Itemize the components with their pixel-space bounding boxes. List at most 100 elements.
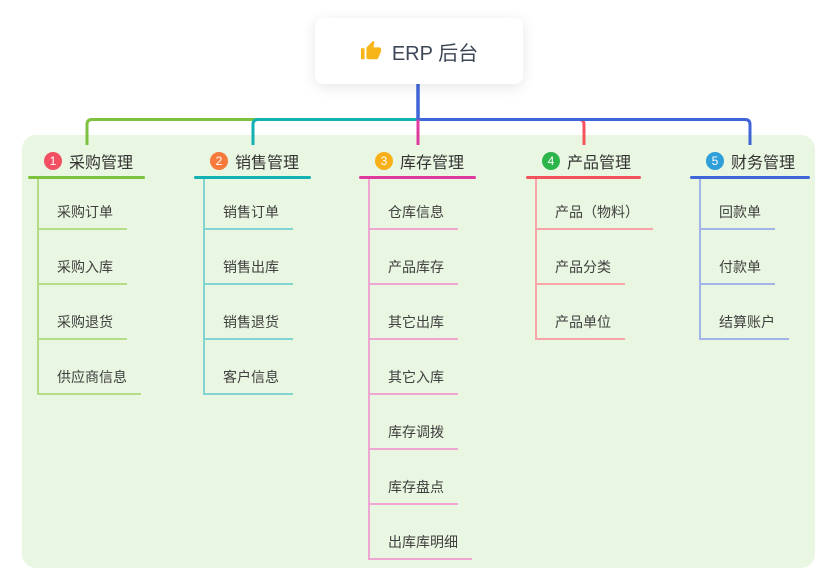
child-row: 出库库明细: [359, 509, 476, 564]
child-row: 结算账户: [690, 289, 810, 344]
thumbs-up-icon: [360, 40, 382, 62]
root-node-erp[interactable]: ERP 后台: [315, 18, 523, 84]
branch-3: 3 库存管理仓库信息产品库存其它出库其它入库库存调拨库存盘点出库库明细: [359, 146, 476, 564]
children-connector-line: [368, 179, 370, 560]
child-row: 供应商信息: [28, 344, 145, 399]
branch-title-node[interactable]: 1 采购管理: [28, 146, 145, 176]
branch-title-node[interactable]: 4 产品管理: [526, 146, 641, 176]
child-label: 库存调拨: [388, 424, 444, 440]
child-row: 采购退货: [28, 289, 145, 344]
child-label: 产品库存: [388, 259, 444, 275]
child-node[interactable]: 仓库信息: [368, 204, 458, 230]
child-label: 付款单: [719, 259, 761, 275]
child-node[interactable]: 采购订单: [37, 204, 127, 230]
branch-title-node[interactable]: 5 财务管理: [690, 146, 810, 176]
child-row: 客户信息: [194, 344, 311, 399]
branch-children: 产品（物料） 产品分类产品单位: [526, 179, 653, 344]
child-node[interactable]: 其它出库: [368, 314, 458, 340]
child-row: 库存盘点: [359, 454, 476, 509]
child-row: 产品分类: [526, 234, 641, 289]
child-node[interactable]: 销售出库: [203, 259, 293, 285]
child-node[interactable]: 产品库存: [368, 259, 458, 285]
branch-number-badge: 5: [706, 152, 724, 170]
branch-number-badge: 3: [375, 152, 393, 170]
child-label: 其它出库: [388, 314, 444, 330]
branch-underline: [28, 176, 145, 179]
branch-title: 产品管理: [567, 155, 632, 172]
child-row: 销售退货: [194, 289, 311, 344]
child-label: 采购订单: [57, 204, 113, 220]
child-row: 销售订单: [194, 179, 311, 234]
child-row: 产品（物料）: [526, 179, 653, 234]
branch-children: 采购订单采购入库采购退货供应商信息: [28, 179, 145, 399]
child-node[interactable]: 产品（物料）: [535, 204, 653, 230]
branch-children: 销售订单销售出库销售退货客户信息: [194, 179, 311, 399]
child-label: 销售出库: [223, 259, 279, 275]
child-row: 销售出库: [194, 234, 311, 289]
child-node[interactable]: 采购入库: [37, 259, 127, 285]
children-connector-line: [37, 179, 39, 395]
branch-number-badge: 2: [210, 152, 228, 170]
child-row: 其它出库: [359, 289, 476, 344]
branch-children: 回款单付款单结算账户: [690, 179, 810, 344]
child-node[interactable]: 供应商信息: [37, 369, 141, 395]
child-node[interactable]: 付款单: [699, 259, 775, 285]
child-node[interactable]: 出库库明细: [368, 534, 472, 560]
child-label: 销售订单: [223, 204, 279, 220]
child-label: 仓库信息: [388, 204, 444, 220]
children-connector-line: [535, 179, 537, 340]
branch-underline: [194, 176, 311, 179]
child-label: 结算账户: [719, 314, 775, 330]
children-connector-line: [699, 179, 701, 340]
child-node[interactable]: 客户信息: [203, 369, 293, 395]
branch-4: 4 产品管理产品（物料） 产品分类产品单位: [526, 146, 653, 344]
child-row: 仓库信息: [359, 179, 476, 234]
child-row: 库存调拨: [359, 399, 476, 454]
branch-title: 采购管理: [69, 155, 134, 172]
child-label: 库存盘点: [388, 479, 444, 495]
child-label: 销售退货: [223, 314, 279, 330]
branches-panel: [22, 135, 815, 568]
child-node[interactable]: 库存调拨: [368, 424, 458, 450]
child-label: 出库库明细: [388, 534, 458, 550]
branch-number-badge: 1: [44, 152, 62, 170]
branch-children: 仓库信息产品库存其它出库其它入库库存调拨库存盘点出库库明细: [359, 179, 476, 564]
branch-5: 5 财务管理回款单付款单结算账户: [690, 146, 810, 344]
child-row: 产品库存: [359, 234, 476, 289]
branch-title: 财务管理: [731, 155, 796, 172]
child-row: 采购订单: [28, 179, 145, 234]
branch-1: 1 采购管理采购订单采购入库采购退货供应商信息: [28, 146, 145, 399]
branch-underline: [526, 176, 641, 179]
root-title: ERP 后台: [391, 42, 479, 65]
child-label: 其它入库: [388, 369, 444, 385]
child-node[interactable]: 销售订单: [203, 204, 293, 230]
child-row: 产品单位: [526, 289, 641, 344]
child-row: 回款单: [690, 179, 810, 234]
children-connector-line: [203, 179, 205, 395]
child-node[interactable]: 回款单: [699, 204, 775, 230]
child-node[interactable]: 其它入库: [368, 369, 458, 395]
child-label: 产品单位: [555, 314, 611, 330]
child-node[interactable]: 采购退货: [37, 314, 127, 340]
branch-underline: [690, 176, 810, 179]
branch-number-badge: 4: [542, 152, 560, 170]
child-node[interactable]: 产品单位: [535, 314, 625, 340]
branch-2: 2 销售管理销售订单销售出库销售退货客户信息: [194, 146, 311, 399]
child-node[interactable]: 产品分类: [535, 259, 625, 285]
branch-title-node[interactable]: 2 销售管理: [194, 146, 311, 176]
child-node[interactable]: 库存盘点: [368, 479, 458, 505]
branch-underline: [359, 176, 476, 179]
child-label: 回款单: [719, 204, 761, 220]
branch-title-node[interactable]: 3 库存管理: [359, 146, 476, 176]
child-label: 采购退货: [57, 314, 113, 330]
child-label: 客户信息: [223, 369, 279, 385]
child-node[interactable]: 结算账户: [699, 314, 789, 340]
child-row: 其它入库: [359, 344, 476, 399]
branch-title: 销售管理: [235, 155, 300, 172]
child-row: 采购入库: [28, 234, 145, 289]
child-node[interactable]: 销售退货: [203, 314, 293, 340]
child-label: 供应商信息: [57, 369, 127, 385]
child-label: 产品分类: [555, 259, 611, 275]
branch-title: 库存管理: [400, 155, 465, 172]
